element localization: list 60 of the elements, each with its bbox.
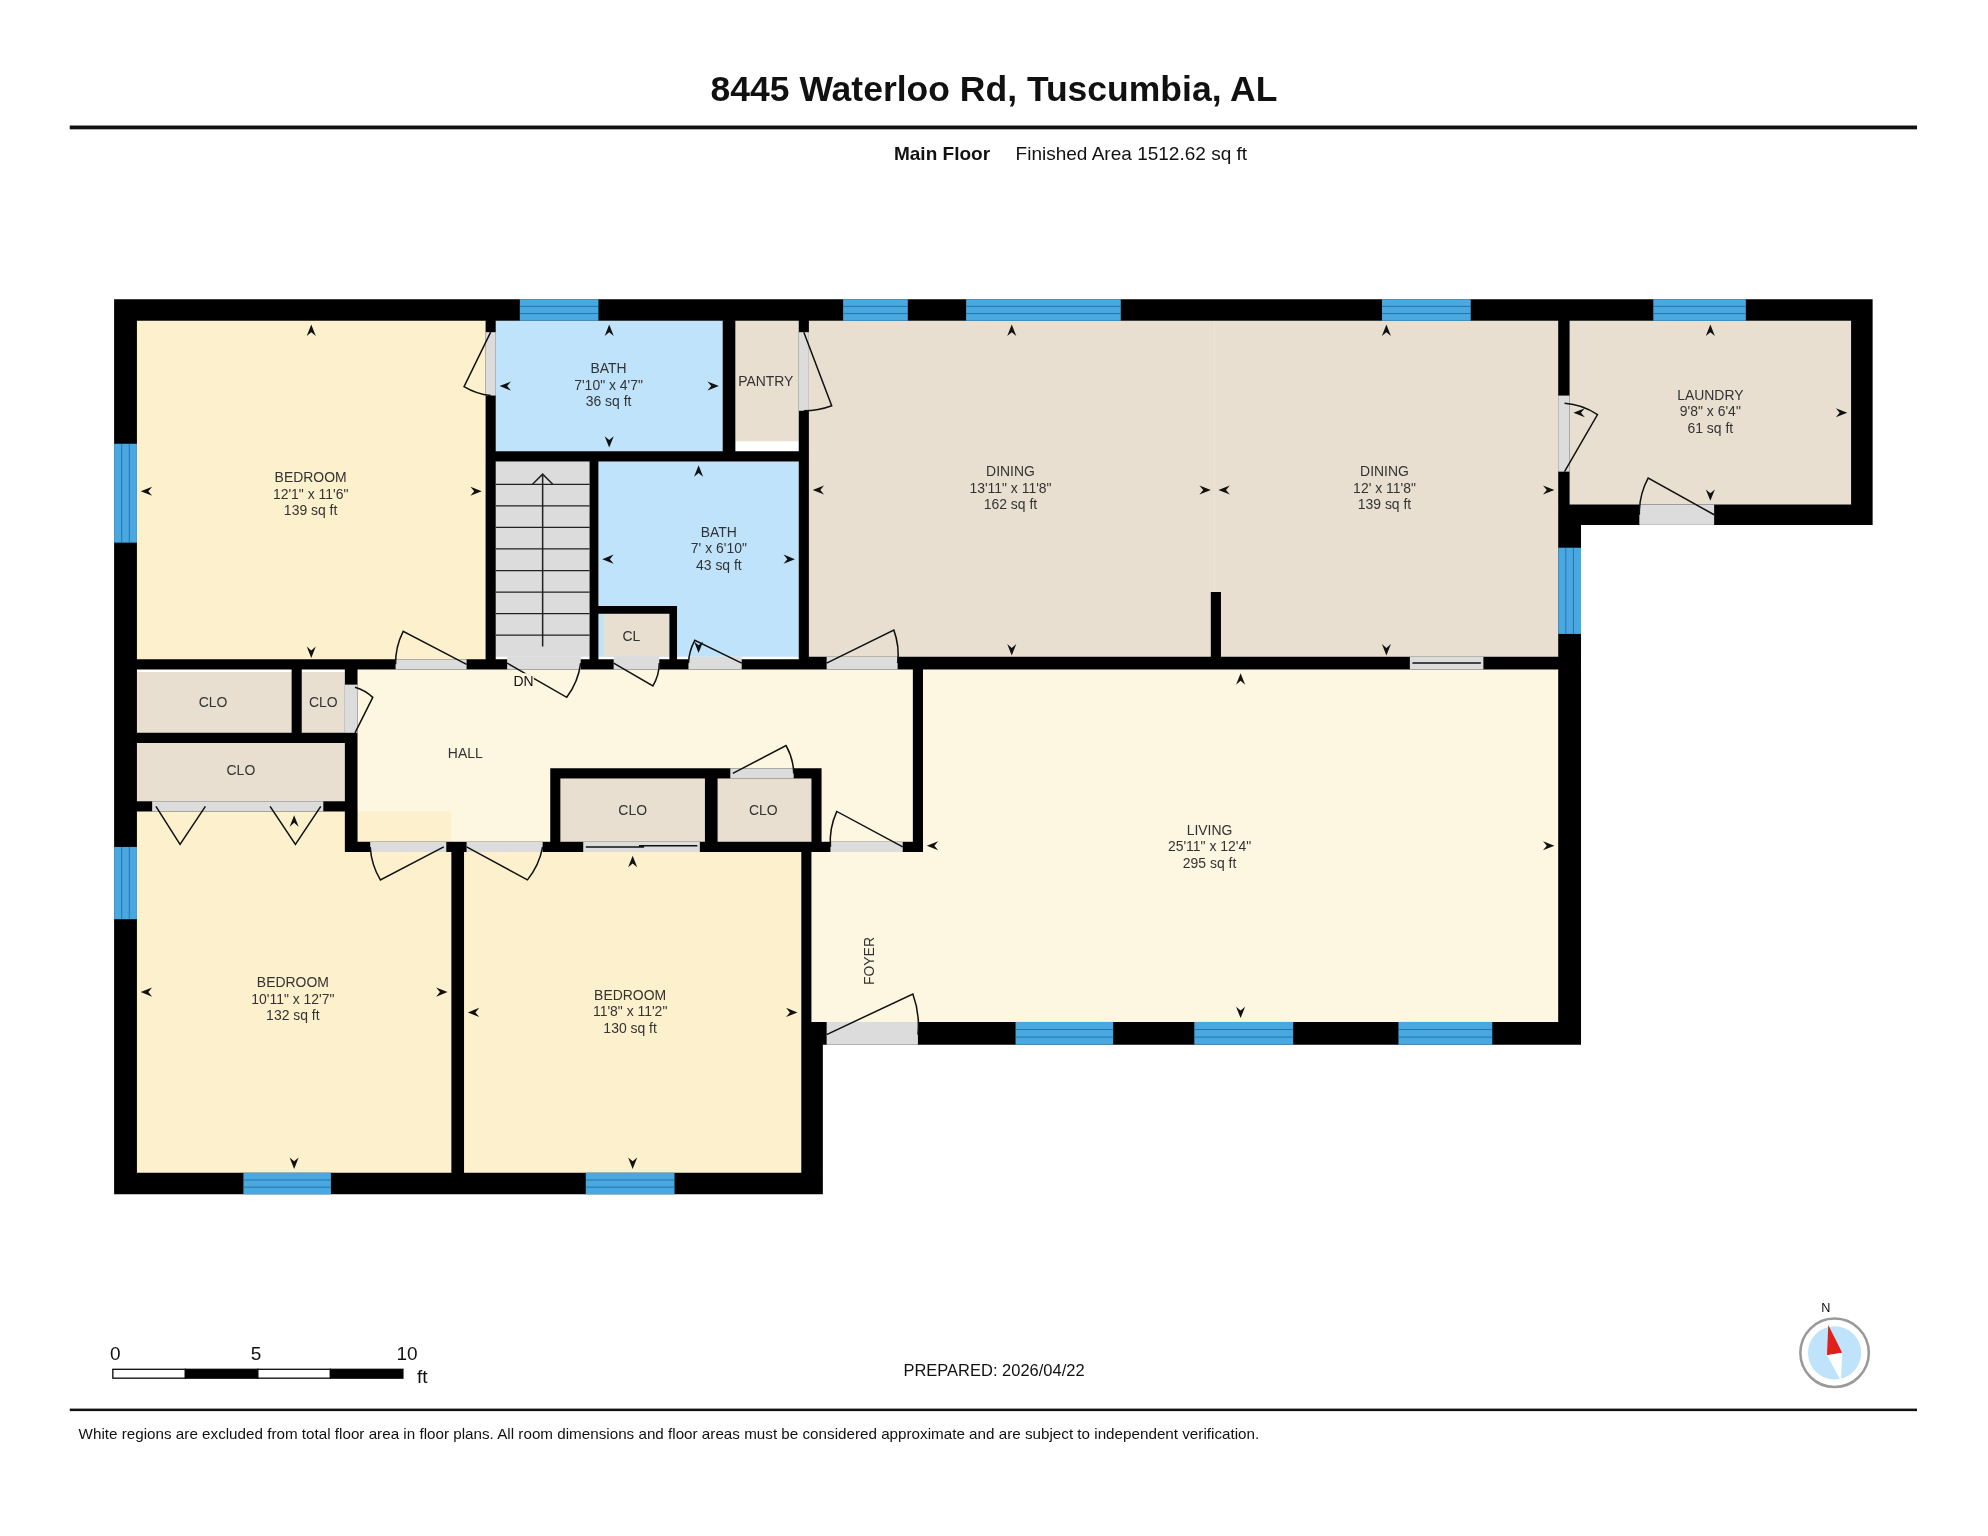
room-name: CLO [748,801,778,819]
room-area: 43 sq ft [690,557,747,574]
room-name: BEDROOM [593,987,668,1004]
room-area: 162 sq ft [969,496,1052,513]
room-dimensions: 12'1" x 11'6" [272,486,349,503]
scale-number: 10 [396,1342,418,1365]
room-area: 139 sq ft [1353,496,1416,513]
room-floor [1569,320,1852,505]
room-name: CLO [618,801,647,819]
room-name: CLO [308,694,338,711]
room-floor [464,852,802,1173]
compass-north: N [1821,1300,1831,1315]
room-area: 36 sq ft [574,393,643,411]
room-name: BEDROOM [255,974,330,991]
room-name: PANTRY [738,373,794,390]
room-area: 132 sq ft [251,1007,335,1024]
room-name: CLO [226,762,256,780]
room-name: HALL [447,744,483,762]
room-dimensions: 11'8" x 11'2" [592,1003,668,1020]
room-floor [811,852,923,1022]
room-floor [495,320,723,452]
room-name: BATH [699,524,738,541]
scale-unit: ft [416,1365,428,1388]
room-name: CLO [198,694,228,711]
scale-number: 5 [250,1342,262,1365]
room-dimensions: 12' x 11'8" [1353,479,1416,497]
room-name: DINING [1359,463,1410,480]
floor-name: Main Floor [893,142,991,164]
room-name: CL [622,628,641,645]
finished-area: Finished Area 1512.62 sq ft [1015,142,1248,164]
prepared-date: PREPARED: 2026/04/22 [903,1360,1085,1380]
room-dimensions: 10'11" x 12'7" [251,990,335,1008]
room-floor [136,320,486,662]
room-floor [136,671,292,733]
title: 8445 Waterloo Rd, Tuscumbia, AL [709,69,1279,111]
room-name: FOYER [861,937,878,986]
scale-number: 0 [110,1342,121,1365]
room-name: LAUNDRY [1677,387,1744,404]
room-dimensions: 25'11" x 12'4" [1167,838,1252,856]
room-floor [1214,320,1559,660]
room-dimensions: 13'11" x 11'8" [969,479,1052,497]
room-dimensions: 7'10" x 4'7" [574,377,643,394]
room-floor [136,742,345,802]
room-floor [923,669,1559,1022]
room-area: 130 sq ft [592,1020,668,1037]
disclaimer-note: White regions are excluded from total floor area in floor plans. All room dimensions and floor areas must be considered approximate and are subject to independent verification. [78,1425,1260,1443]
room-dimensions: 9'8" x 6'4" [1678,403,1742,421]
room-floor [735,320,799,442]
room-floor [808,320,1215,660]
room-name: BEDROOM [273,469,348,487]
room-name: LIVING [1185,822,1234,839]
room-floor [136,811,452,1173]
room-dimensions: 7' x 6'10" [690,540,747,558]
room-name: DINING [985,463,1036,480]
room-area: 295 sq ft [1167,855,1252,872]
room-area: 61 sq ft [1677,420,1744,437]
stair-direction: DN [513,673,534,689]
room-area: 139 sq ft [272,502,349,520]
room-name: BATH [589,360,628,378]
room-floor [301,671,345,733]
